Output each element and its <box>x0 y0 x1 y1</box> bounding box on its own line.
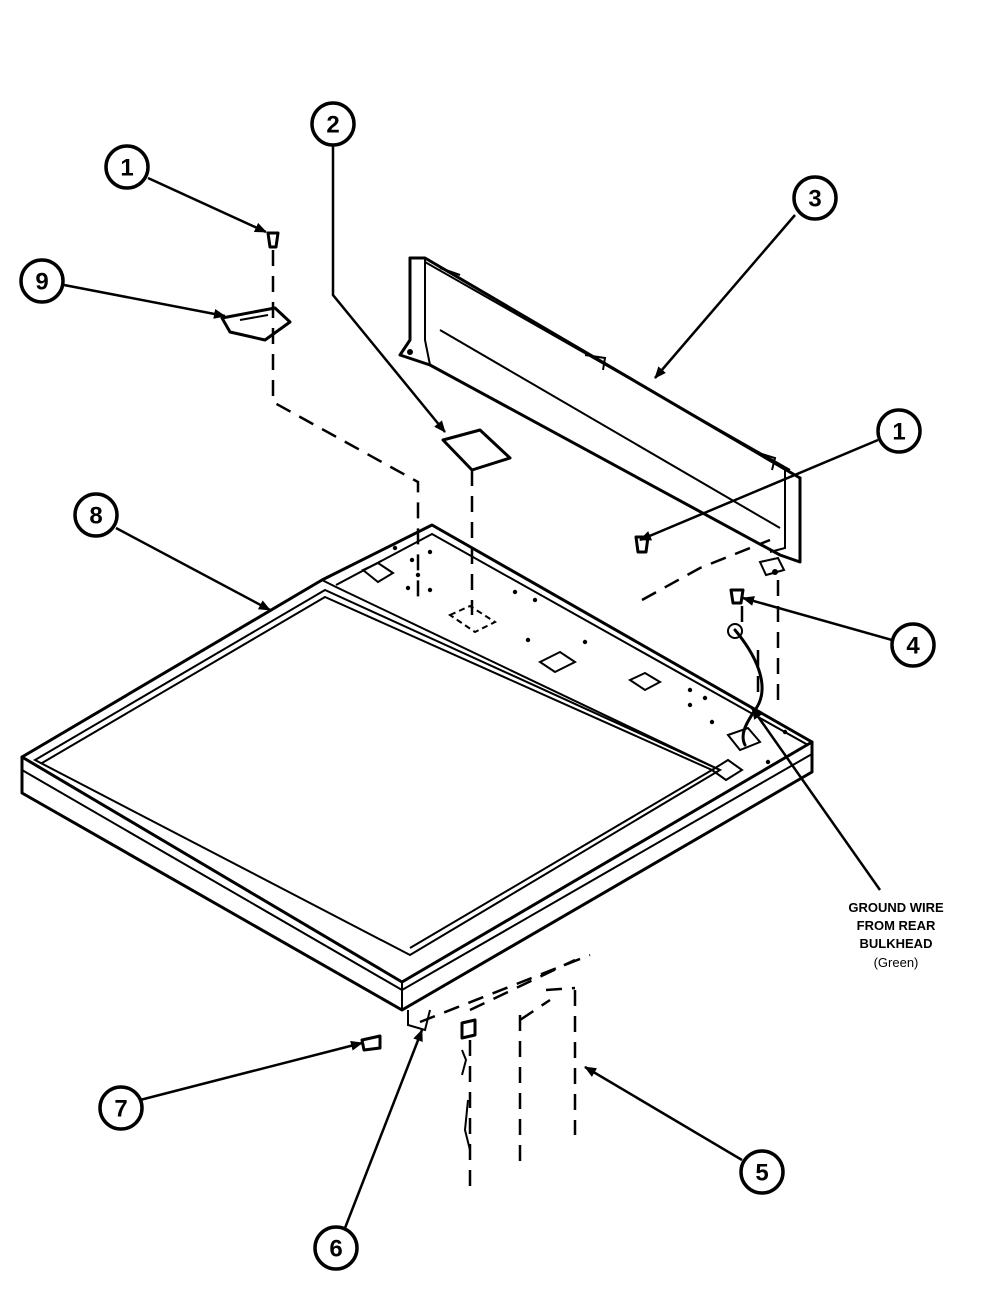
note-line-3: BULKHEAD <box>860 936 933 951</box>
ground-wire-note: GROUND WIRE FROM REAR BULKHEAD (Green) <box>848 900 944 970</box>
assembly-lines <box>271 250 780 1190</box>
callout-6: 6 <box>313 1225 359 1271</box>
bracket-9 <box>220 306 292 342</box>
callout-5: 5 <box>739 1149 785 1195</box>
svg-text:6: 6 <box>329 1236 342 1263</box>
screw-4 <box>729 588 745 605</box>
svg-text:3: 3 <box>808 186 821 213</box>
label-2 <box>441 428 512 472</box>
callout-4: 4 <box>890 622 936 668</box>
leader-lines <box>63 145 893 1229</box>
callout-1-right: 1 <box>876 408 922 454</box>
callout-3: 3 <box>792 175 838 221</box>
callout-1-top: 1 <box>104 144 150 190</box>
callout-2: 2 <box>310 101 356 147</box>
note-line-4: (Green) <box>874 955 919 970</box>
svg-text:4: 4 <box>906 633 920 660</box>
screw-1-top <box>266 231 280 249</box>
callout-7: 7 <box>98 1085 144 1131</box>
svg-text:8: 8 <box>89 503 102 530</box>
top-panel <box>20 523 814 1032</box>
note-line-1: GROUND WIRE <box>848 900 944 915</box>
callout-8: 8 <box>73 492 119 538</box>
callout-9: 9 <box>19 258 65 304</box>
screw-7 <box>360 1034 382 1052</box>
hinge-5 <box>460 1018 477 1151</box>
svg-text:9: 9 <box>35 269 48 296</box>
svg-text:7: 7 <box>114 1096 127 1123</box>
rear-bracket <box>398 256 802 577</box>
svg-text:2: 2 <box>326 112 339 139</box>
note-line-2: FROM REAR <box>857 918 936 933</box>
svg-text:5: 5 <box>755 1160 768 1187</box>
svg-text:1: 1 <box>892 419 905 446</box>
svg-text:1: 1 <box>120 155 133 182</box>
